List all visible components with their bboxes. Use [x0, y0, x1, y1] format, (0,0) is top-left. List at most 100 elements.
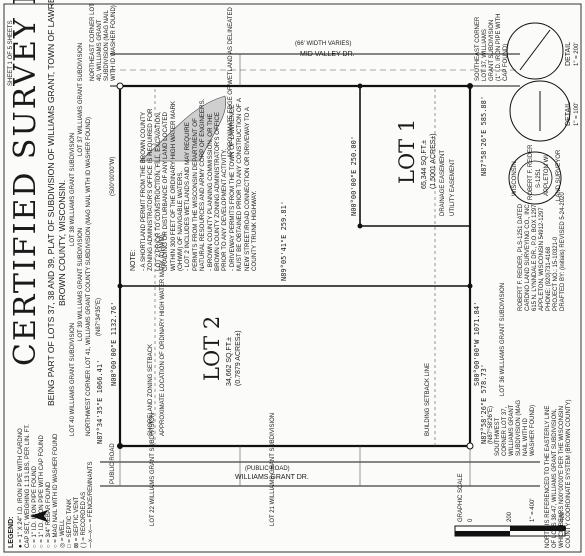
bearing-north: N00°00'00"E 1132.76' — [110, 301, 118, 386]
adjoin-lot-21: LOT 21 WILLIAMS GRANT SUBDIVISION — [270, 412, 276, 526]
mid-valley-width: (66' WIDTH VARIES) — [295, 41, 352, 47]
note-item: - LOT 2 INCLUDES WETLANDS AND MAY REQUIR… — [184, 98, 207, 271]
surveyor-line: ROBERT F. REIDER, PLS-1251 DATED — [518, 203, 524, 311]
bearing-west: N87°58'26"E 578.73' — [480, 363, 488, 444]
surveyor-line: PROJECT NO.: 15-10321-0 — [553, 236, 559, 311]
detail-line — [519, 29, 551, 71]
corner-northwest: NORTHWEST CORNER LOT 41, WILLIAMS GRANT … — [86, 116, 92, 436]
surveyor-line: CARDNO LAND SURVEYING CO., INC. — [525, 202, 531, 311]
adjoin-lot-37: LOT 37 WILLIAMS GRANT SUBDIVISION — [78, 42, 84, 156]
legend-item: ○ = 1" I.D. IRON PIPE WITH CAP FOUND — [39, 435, 45, 548]
adjoin-lot-38: LOT 38 WILLIAMS GRANT SUBDIVISION — [70, 132, 76, 246]
monument — [466, 442, 474, 450]
adjoin-lot-22: LOT 22 WILLIAMS GRANT SUBDIVISION — [150, 412, 156, 526]
public-road-misc-label: PUBLIC ROAD — [110, 443, 116, 484]
legend-block: ● = 1" X 24" I.D. IRON PIPE WITH CARDNO … — [18, 418, 95, 548]
seal-number: S-1251 — [536, 168, 542, 188]
monument — [117, 283, 123, 289]
north-ref-line: COUNTY COORDINATE SYSTEM (BROWN COUNTY) — [566, 399, 572, 548]
bearing-bottom-south: N87°34'35"E 1066.41' — [96, 359, 104, 444]
legend-item: ( ) = RECORDED AS — [81, 491, 87, 548]
ohwm-label: APPROXIMATE LOCATION OF ORDINARY HIGH WA… — [160, 234, 166, 436]
legend-item: ◎ = WELL — [60, 519, 66, 548]
wetland-label: APPROXIMATE EDGE OF WETLAND AS DELINEATE… — [228, 7, 234, 158]
scale-unit: 1" = 400' — [530, 498, 536, 522]
surveyor-line: 615 N. LYNNDALE DR., P.O. BOX 1297 — [532, 204, 538, 312]
surveyor-block: ROBERT F. REIDER, PLS-1251 DATED CARDNO … — [518, 192, 567, 311]
detail-bottom-scale: 1" = 100' — [574, 102, 580, 126]
legend-item: —x—x— = FENCE/REMNANTS — [88, 461, 94, 548]
corner-northeast: NORTHEAST CORNER LOT 40, WILLIAMS GRANT … — [90, 3, 117, 81]
seal-bottom: LAND SURVEYOR — [556, 149, 562, 201]
surveyor-line: PHONE: (920)731-4168 — [546, 246, 552, 311]
scale-bar-fill — [510, 526, 565, 531]
monument — [467, 283, 473, 289]
monument — [467, 83, 473, 89]
scale-tick: 200 — [507, 511, 513, 522]
notes-heading: NOTE: — [130, 249, 137, 271]
surveyor-line: DRAFTED BY: (initials) REVISED 5-24-2020 — [560, 192, 566, 311]
legend-item: ⊠ = SEPTIC VENT — [74, 496, 80, 548]
utility-easement-label: UTILITY EASEMENT — [450, 159, 456, 216]
bearing-east: N87°58'26"E 585.88' — [480, 95, 488, 176]
wetland-area — [139, 95, 227, 162]
legend-item: ○ = 1" I.D. IRON PIPE FOUND — [32, 466, 38, 548]
drainage-easement-label: DRAINAGE EASEMENT — [440, 149, 446, 216]
lot-1-label: LOT 1 — [395, 118, 419, 184]
bearing-lot1-west: N00°00'00"E 250.00' — [350, 135, 358, 216]
north-ref-line: OF LOTS 38-47, WILLIAMS GRANT SUBDIVISIO… — [552, 408, 558, 548]
scale-bar-fill — [455, 531, 510, 536]
scale-tick: 0 — [468, 518, 474, 522]
lot-2-area-sqft: 34,662 SQ.FT.± — [226, 337, 233, 386]
public-road-label: (PUBLIC ROAD) — [245, 466, 290, 472]
detail-top-scale: 1" = 200' — [574, 42, 580, 66]
adjoin-lot-36: LOT 36 WILLIAMS GRANT SUBDIVISION — [500, 282, 506, 396]
detail-bottom-title: DETAIL — [565, 102, 572, 126]
north-reference: NORTH IS REFERENCED TO THE EASTERLY LINE… — [545, 400, 573, 548]
building-setback-label: BUILDING SETBACK LINE — [425, 362, 431, 436]
subtitle-line-1: BEING PART OF LOTS 37, 38 AND 39, PLAT O… — [46, 0, 56, 406]
lot-2-label: LOT 2 — [200, 315, 224, 381]
adjoin-lot-39: LOT 39 WILLIAMS GRANT SUBDIVISION — [78, 227, 84, 341]
mid-valley-dr-label: MID VALLEY DR. — [300, 51, 355, 58]
bearing-lot-divider: N89°05'41"E 259.81' — [280, 200, 288, 281]
scale-label: GRAPHIC SCALE — [458, 473, 464, 522]
seal-city: APPLETON WI — [544, 155, 550, 196]
page-border — [3, 3, 582, 553]
legend-title: LEGEND: — [8, 516, 15, 549]
monument — [117, 443, 123, 449]
sheet-label: SHEET 1 OF 5 SHEETS — [8, 20, 14, 86]
note-item: - BROWN COUNTY PLANNING COMMISSION, OR T… — [206, 112, 229, 271]
legend-item: ● = 1" X 24" I.D. IRON PIPE WITH CARDNO … — [18, 424, 31, 548]
legend-item: ○ = MAG NAIL WITH ID WASHER FOUND — [53, 433, 59, 548]
detail-circle — [509, 80, 571, 142]
lot-1-area-sqft: 65,344 SQ.FT.± — [421, 140, 428, 189]
legend-item: □ = SEPTIC TANK — [67, 498, 73, 548]
detail-top-title: DETAIL — [565, 42, 572, 66]
lot-1-area-acres: (1.5001 ACRES±) — [430, 133, 437, 189]
bearing-record-1: (S00°00'00"W) — [110, 156, 116, 196]
monument — [116, 82, 124, 90]
corner-southwest: SOUTHWEST CORNER LOT 37, WILLIAMS GRANT … — [495, 399, 536, 456]
notes-block: - A SHORTLAND PERMIT FROM THE BROWN COUN… — [140, 96, 259, 271]
legend-item: ○ = 3/4" REBAR FOUND — [46, 481, 52, 548]
seal-inner — [517, 160, 553, 196]
surveyor-line: APPLETON, WISCONSIN 54912-1297 — [539, 207, 545, 311]
corner-southeast: SOUTHEAST CORNER LOT 37, WILLIAMS GRANT … — [475, 13, 509, 81]
seal-name: ROBERT F. REIDER — [528, 144, 534, 200]
north-ref-line: NORTH IS REFERENCED TO THE EASTERLY LINE — [545, 405, 551, 548]
monument — [357, 83, 363, 89]
subtitle-line-2: BROWN COUNTY, WISCONSIN. — [57, 180, 67, 306]
detail-circle — [506, 22, 564, 80]
monument — [357, 223, 363, 229]
bearing-record-2: (N87°58'26"E) — [488, 405, 494, 444]
north-ref-line: WHICH BEARS N00°00'00"E PER THE WISCONSI… — [559, 406, 565, 548]
seal-outer — [508, 151, 562, 205]
seal-outer-text: WISCONSIN — [512, 161, 518, 196]
north-arrow — [30, 510, 48, 522]
bearing-record-3: (N87°34'35"E) — [96, 297, 102, 336]
lot-2-area-acres: (0.7879 ACRES±) — [235, 330, 242, 386]
